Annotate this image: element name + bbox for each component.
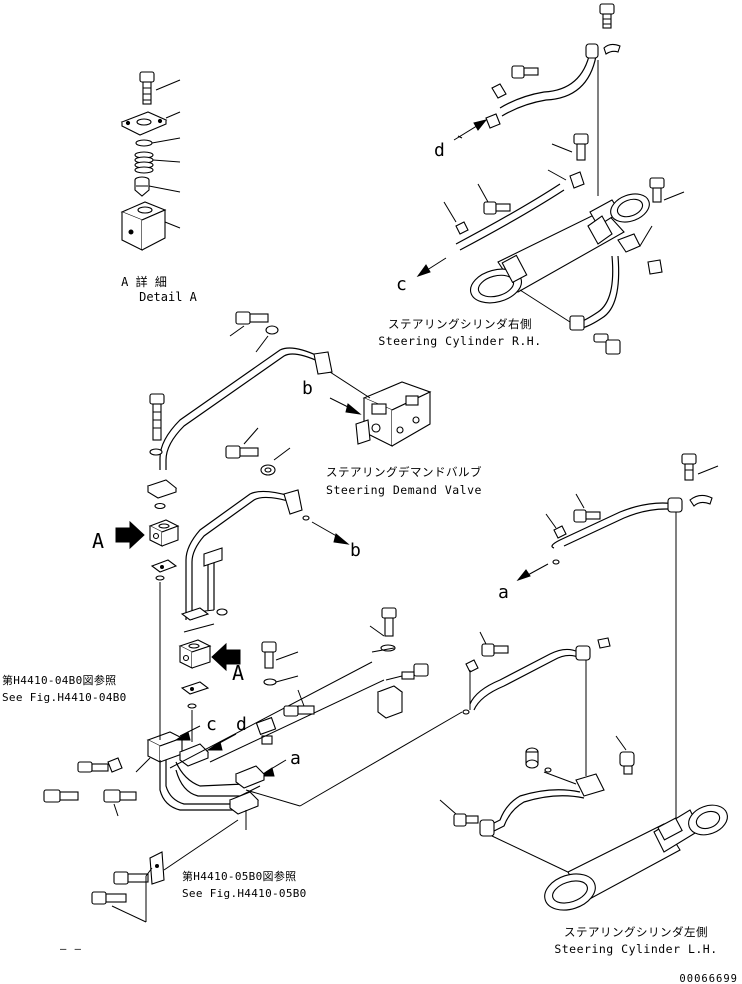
long-bolt [149, 393, 165, 441]
fig-ref-2-jp: 第H4410-05B0図参照 [182, 869, 296, 883]
detail-check-valve [134, 176, 150, 197]
valve-bolt-lower [225, 445, 276, 476]
detail-o-ring [135, 139, 153, 147]
rh-label-en: Steering Cylinder R.H. [378, 334, 541, 348]
rh-bolt-upper [511, 65, 539, 79]
letter-c-rh: c [396, 274, 407, 295]
manifold-bolt-left [77, 757, 123, 773]
demand-valve-body [355, 381, 432, 447]
view-arrow-upper [115, 520, 145, 550]
rh-arrow-d [453, 119, 488, 141]
letter-c-lower: c [206, 714, 217, 735]
view-arrow-lower [211, 642, 241, 672]
valve-arrow-b-lower [311, 521, 350, 545]
letter-d-lower: d [236, 714, 247, 735]
lh-cylinder-body [544, 804, 728, 911]
bottom-bolt-1 [113, 871, 149, 885]
letter-a-lh: a [498, 582, 509, 603]
valve-label-jp: ステアリングデマンドバルブ [326, 465, 482, 479]
lh-top-bolt [681, 453, 697, 481]
view-marker-a-upper: A [92, 529, 104, 553]
rh-bolt-bottom [593, 333, 621, 355]
rh-bolt-right [649, 177, 665, 203]
cylinder-rh-group: d c [378, 3, 685, 355]
rh-bolt-left [483, 201, 511, 215]
fig-ref-2-en: See Fig.H4410-05B0 [182, 887, 307, 900]
drawing-number: 00066699 [679, 973, 738, 984]
fig-ref-1-en: See Fig.H4410-04B0 [2, 691, 127, 704]
letter-b-lower: b [350, 540, 361, 561]
bottom-bolt-2 [91, 891, 127, 905]
lh-bolt-mid [481, 643, 509, 657]
fig-ref-1-jp: 第H4410-04B0図参照 [2, 673, 116, 687]
mid-bolt [283, 705, 315, 717]
lh-label-en: Steering Cylinder L.H. [554, 942, 717, 956]
detail-block [120, 201, 167, 251]
lh-fitting-2 [619, 751, 635, 775]
center-bolt-2 [401, 663, 429, 680]
letter-a-lower: a [290, 748, 301, 769]
detail-a-group: A 詳 細 Detail A [120, 71, 198, 304]
valve-bolt-upper [235, 311, 279, 335]
view-marker-a-lower: A [232, 661, 244, 685]
demand-valve-group: b ステアリングデマンドバルブ Steering Demand Valve b [159, 311, 482, 620]
manifold-bolt-lower-mid [103, 789, 137, 803]
lh-bolt-upper [573, 509, 601, 523]
lh-bolt-lower [453, 813, 479, 827]
valve-arrow-b-upper [329, 397, 362, 415]
rh-bolt-mid [573, 133, 589, 161]
letter-b-upper: b [302, 378, 313, 399]
detail-flange [120, 111, 168, 136]
upper-block-a [148, 519, 180, 547]
detail-bolt [139, 71, 155, 105]
detail-title-jp: A 詳 細 [121, 274, 167, 289]
rh-clip [603, 43, 621, 55]
rh-label-jp: ステアリングシリンダ右側 [388, 317, 532, 331]
cylinder-lh-group: a [439, 453, 728, 956]
lh-arrow-a [516, 563, 549, 582]
valve-label-en: Steering Demand Valve [326, 483, 482, 497]
figure-references: 第H4410-04B0図参照 See Fig.H4410-04B0 第H4410… [2, 673, 307, 900]
detail-spring [134, 151, 154, 174]
manifold-bolt-lower-left [43, 789, 79, 803]
footer-dashes: – – [60, 943, 82, 955]
center-bolt [381, 607, 397, 637]
rh-cylinder-body [469, 193, 650, 304]
lh-fitting-1 [525, 747, 539, 769]
rh-top-bolt [599, 3, 615, 29]
left-fittings-group: A A [92, 393, 299, 742]
detail-title-en: Detail A [139, 290, 198, 304]
lh-label-jp: ステアリングシリンダ左側 [564, 925, 708, 939]
lower-tubes-group: c d a [43, 582, 463, 923]
rh-arrow-c [416, 257, 447, 277]
lower-bolt [261, 641, 277, 669]
letter-d-rh: d [434, 140, 445, 161]
lower-block-a [178, 639, 212, 669]
